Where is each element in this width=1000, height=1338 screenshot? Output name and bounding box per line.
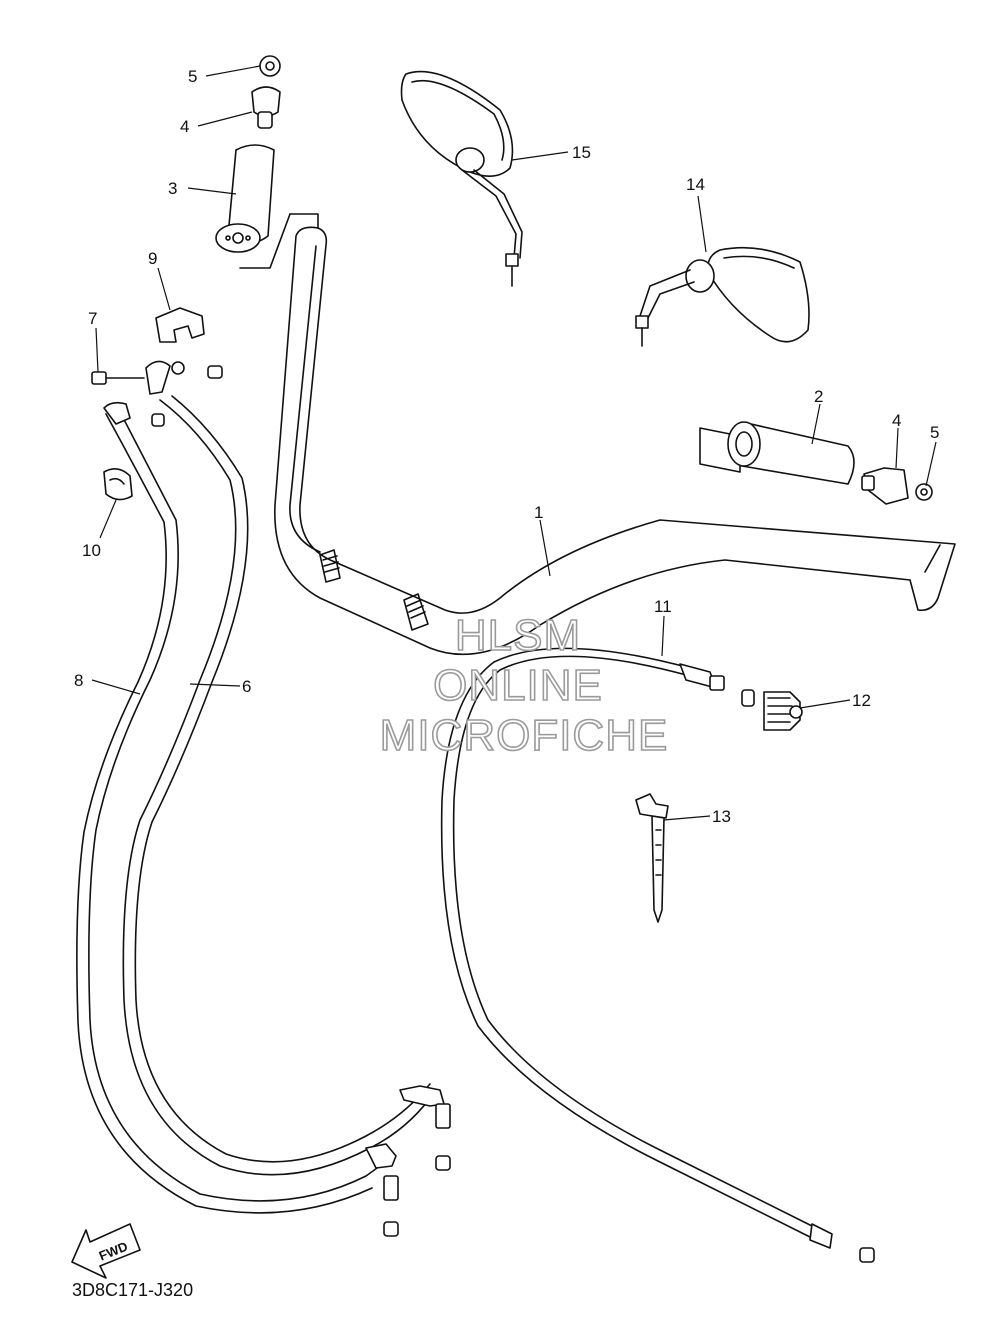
knurl-left [319, 549, 341, 583]
callout-12: 12 [852, 691, 871, 710]
callout-6: 6 [242, 677, 251, 696]
callout-8: 8 [74, 671, 83, 690]
part-code: 3D8C171-J320 [72, 1280, 193, 1300]
knurl-center [403, 593, 429, 631]
callout-3: 3 [168, 179, 177, 198]
mirror-left [400, 70, 523, 287]
callout-4-right: 4 [892, 411, 901, 430]
bolt [91, 371, 145, 385]
callout-5-right: 5 [930, 423, 939, 442]
callout-14: 14 [686, 175, 705, 194]
forward-arrow: FWD [71, 1223, 141, 1279]
bar-end-screw-right [915, 483, 933, 501]
callout-13: 13 [712, 807, 731, 826]
bar-end-right [861, 467, 909, 505]
small-nuts [151, 361, 223, 427]
callout-1: 1 [534, 503, 543, 522]
watermark-line-1: HLSM [455, 611, 581, 660]
watermark-line-2: ONLINE [433, 661, 603, 710]
left-grip [215, 144, 275, 253]
bar-end-left [251, 86, 281, 129]
cable-tie [635, 793, 669, 923]
callout-9: 9 [148, 249, 157, 268]
callout-7: 7 [88, 309, 97, 328]
callout-10: 10 [82, 541, 101, 560]
callout-15: 15 [572, 143, 591, 162]
mirror-right [635, 246, 810, 347]
throttle-cables [76, 360, 451, 1237]
watermark: HLSM ONLINE MICROFICHE [379, 610, 669, 761]
handlebar [239, 213, 956, 656]
clutch-cable [440, 647, 875, 1263]
callout-5: 5 [188, 67, 197, 86]
callout-11: 11 [654, 597, 672, 616]
cable-clip [103, 468, 133, 501]
leader-lines [91, 65, 937, 821]
callout-2: 2 [814, 387, 823, 406]
cable-clamp [155, 307, 205, 343]
right-grip [699, 421, 855, 485]
bar-end-screw-left [259, 55, 281, 77]
callouts: 5 4 3 9 7 10 8 6 15 14 2 4 5 1 11 12 13 [74, 67, 939, 826]
callout-4: 4 [180, 117, 189, 136]
cable-adjuster [741, 689, 803, 731]
watermark-line-3: MICROFICHE [380, 711, 669, 760]
